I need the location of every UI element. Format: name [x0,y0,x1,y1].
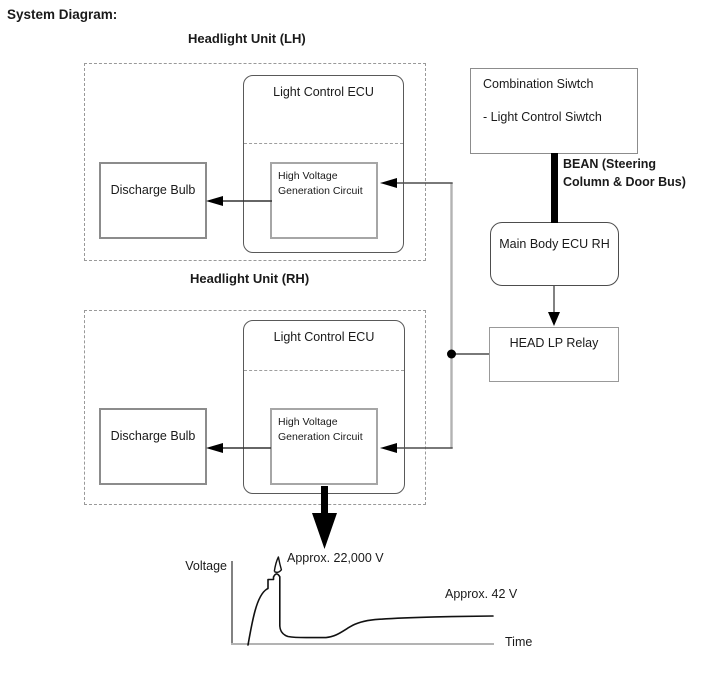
lh-bulb-label: Discharge Bulb [110,183,196,197]
waveform-xlabel: Time [505,635,533,649]
combination-switch-title: Combination Siwtch [483,77,594,91]
lh-unit-title: Headlight Unit (LH) [188,31,306,46]
lh-unit-boundary [84,63,426,261]
rh-discharge-bulb-box: Discharge Bulb [99,408,207,485]
rh-unit-title: Headlight Unit (RH) [190,271,310,286]
waveform-ylabel: Voltage [185,559,227,573]
lh-ecu-label: Light Control ECU [273,85,374,99]
rh-hvgc-label: High Voltage Generation Circuit [278,416,363,443]
rh-ecu-label: Light Control ECU [273,330,375,344]
waveform-curve [247,573,494,646]
combination-switch-item: - Light Control Siwtch [483,110,602,124]
head-lp-relay-box: HEAD LP Relay [489,327,619,382]
main-body-ecu-box: Main Body ECU RH [490,222,619,286]
head-lp-relay-label: HEAD LP Relay [509,336,599,350]
lh-ecu-divider [244,143,403,144]
rh-high-voltage-circuit-box: High Voltage Generation Circuit [270,408,378,485]
rh-bulb-label: Discharge Bulb [110,429,196,443]
bean-bus-label: BEAN (Steering Column & Door Bus) [563,157,686,190]
waveform-spike-break-tip [273,556,283,574]
bean-bus-line [551,153,558,223]
lh-discharge-bulb-box: Discharge Bulb [99,162,207,239]
lh-high-voltage-circuit-box: High Voltage Generation Circuit [270,162,378,239]
ecu-to-relay-arrowhead [548,312,560,326]
main-body-ecu-label: Main Body ECU RH [499,237,610,251]
junction-dot [447,349,456,359]
waveform-steady-annotation: Approx. 42 V [445,587,518,601]
combination-switch-box: Combination Siwtch - Light Control Siwtc… [470,68,638,154]
rh-unit-boundary [84,310,426,505]
page-title: System Diagram: [7,7,118,22]
waveform-peak-annotation: Approx. 22,000 V [287,551,384,565]
rh-ecu-divider [244,370,404,371]
lh-hvgc-label: High Voltage Generation Circuit [278,170,363,197]
